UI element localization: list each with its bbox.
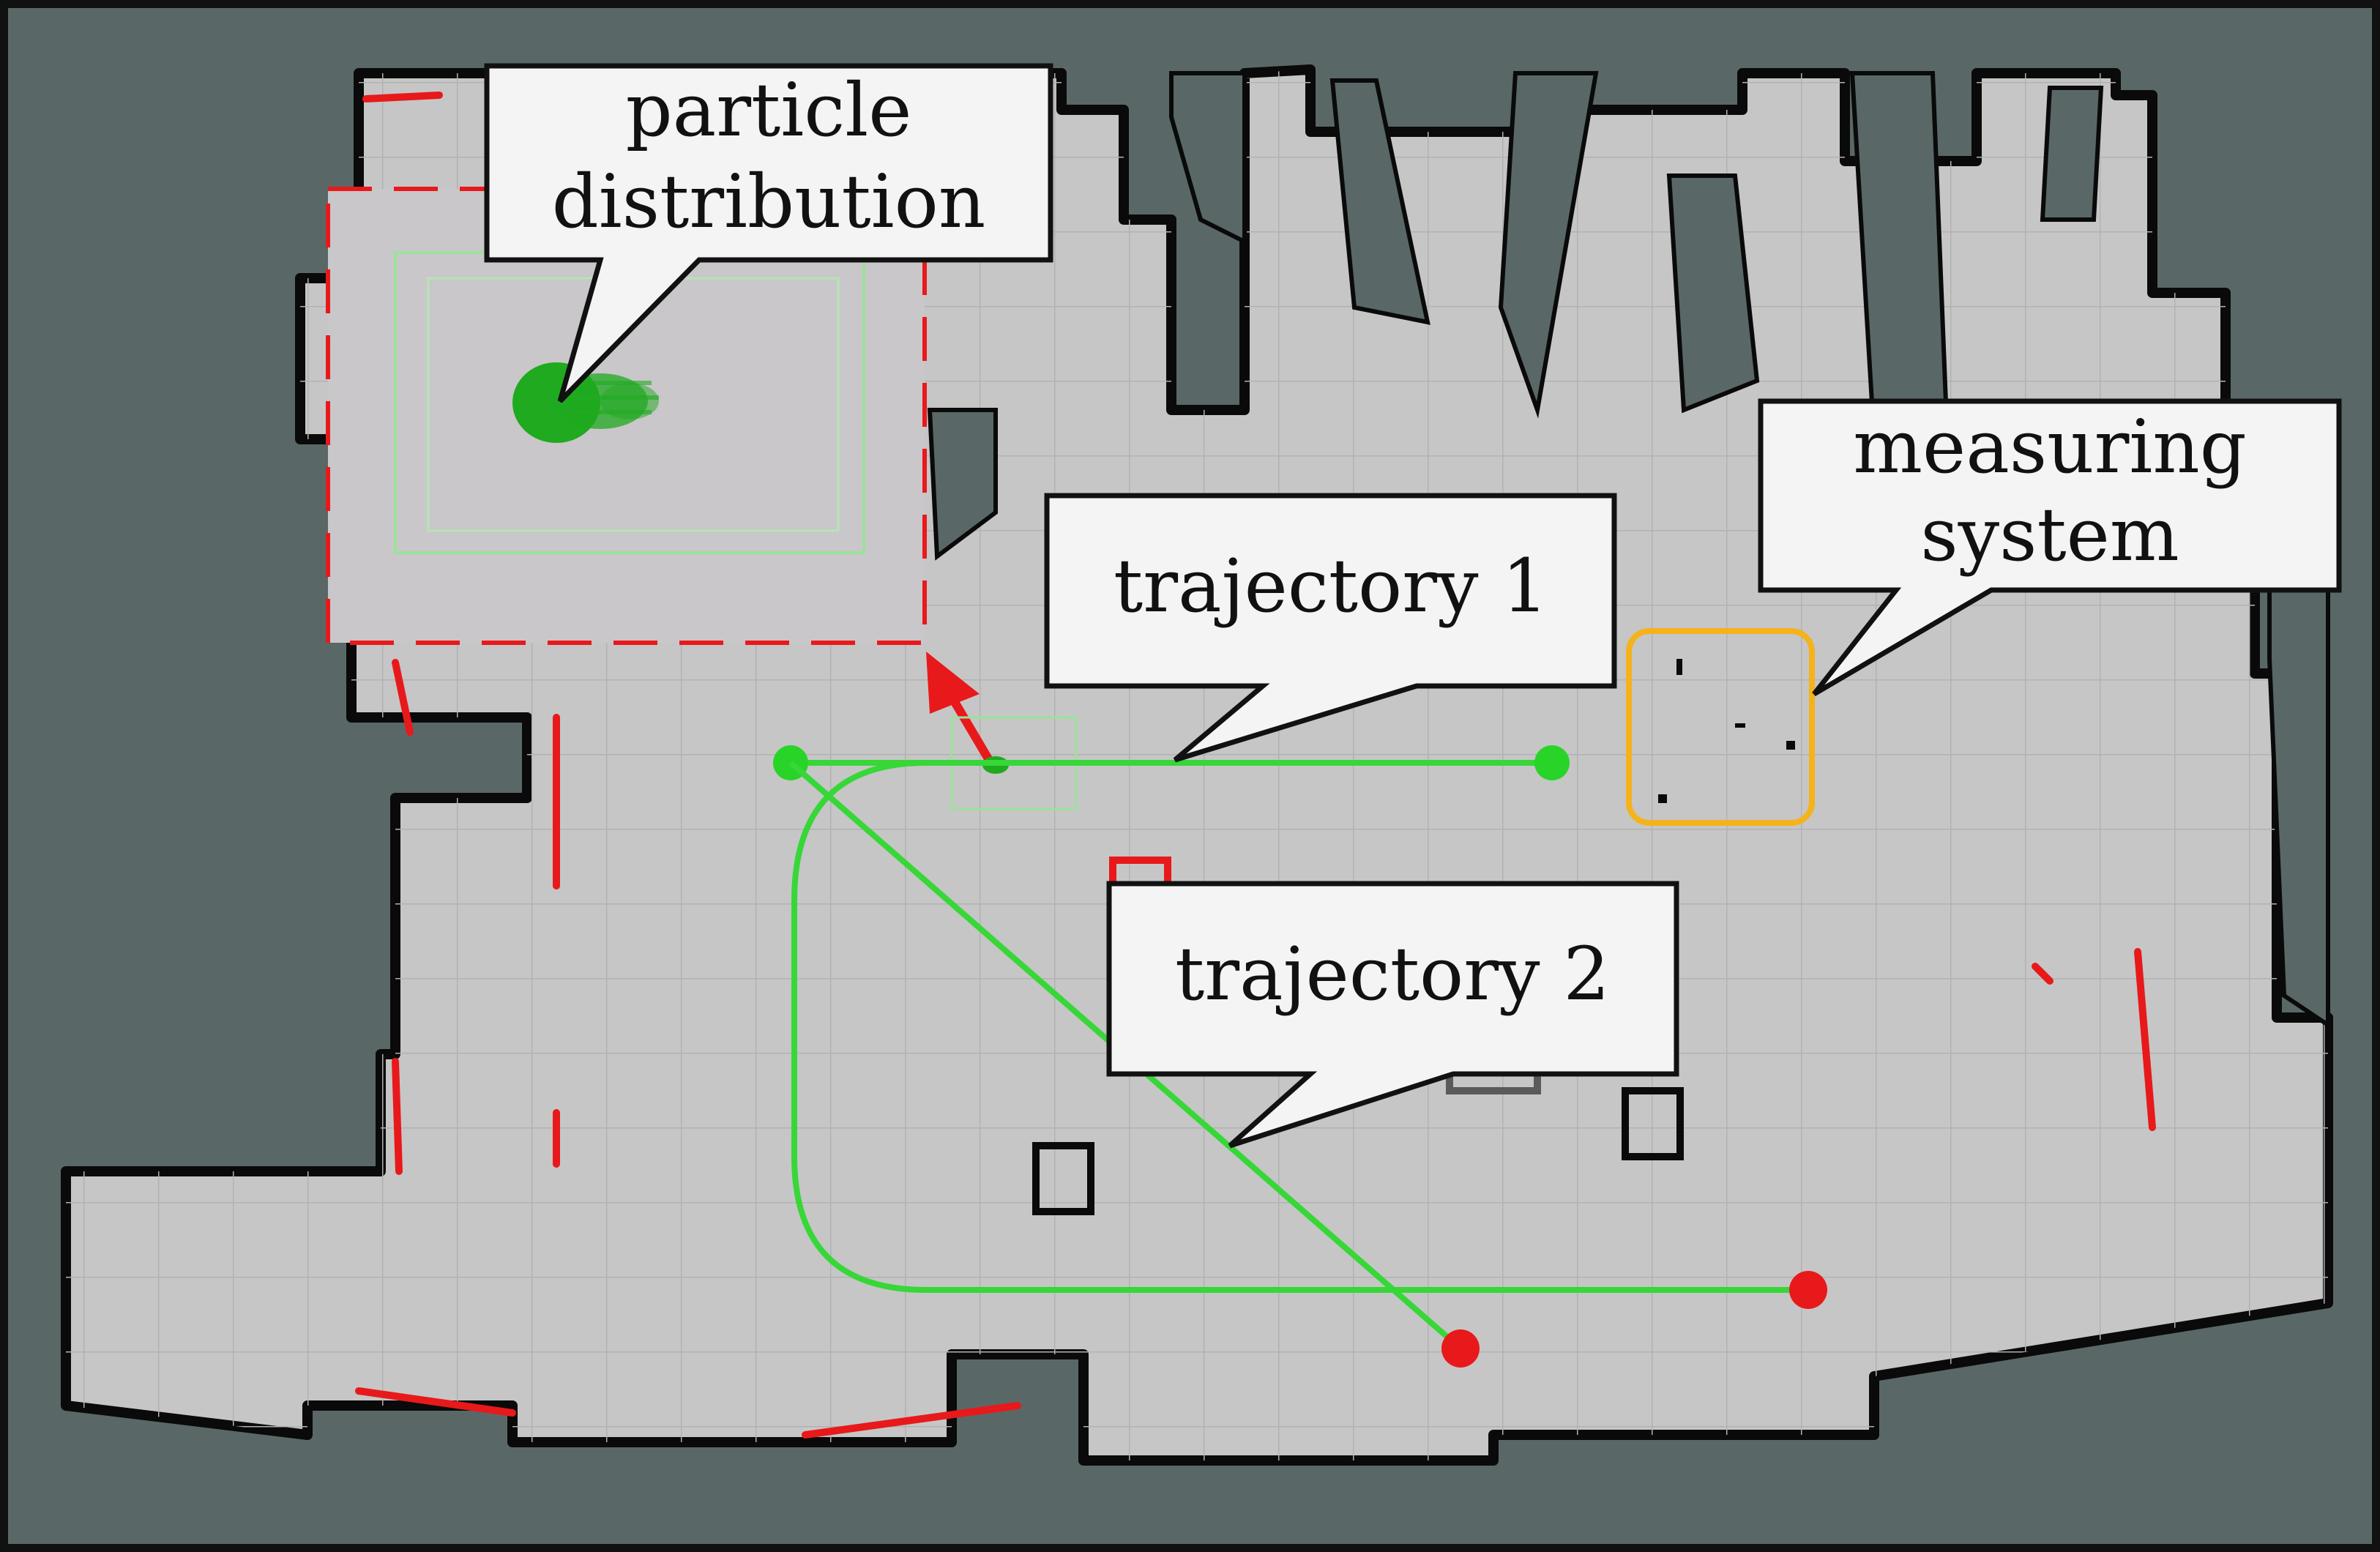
diagonal-trajectory-end-marker: [1441, 1329, 1480, 1368]
laser-hit-traces: [355, 92, 2156, 1439]
callout-particle-distribution: particle distribution: [484, 63, 1053, 403]
callout-measuring-line2: system: [1920, 492, 2179, 578]
trajectory-2-path: [791, 760, 1808, 1293]
callout-trajectory-1: trajectory 1: [1044, 493, 1617, 763]
trajectory-1-end-marker: [1534, 745, 1570, 780]
callout-trajectory-2: trajectory 2: [1106, 881, 1679, 1149]
trajectory-2: [791, 760, 1827, 1309]
callout-trajectory-1-label: trajectory 1: [1113, 543, 1548, 629]
callout-particle-line2: distribution: [552, 159, 985, 245]
callout-particle-line1: particle: [626, 67, 912, 153]
unexplored-regions: [927, 71, 2330, 1029]
callout-measuring-system: measuring system: [1758, 398, 2342, 697]
callout-measuring-line1: measuring: [1853, 404, 2247, 490]
callout-trajectory-2-label: trajectory 2: [1175, 931, 1610, 1017]
measuring-system-box: [1626, 628, 1815, 826]
trajectory-2-end-marker: [1789, 1271, 1827, 1309]
zoom-arrow: [926, 652, 996, 768]
